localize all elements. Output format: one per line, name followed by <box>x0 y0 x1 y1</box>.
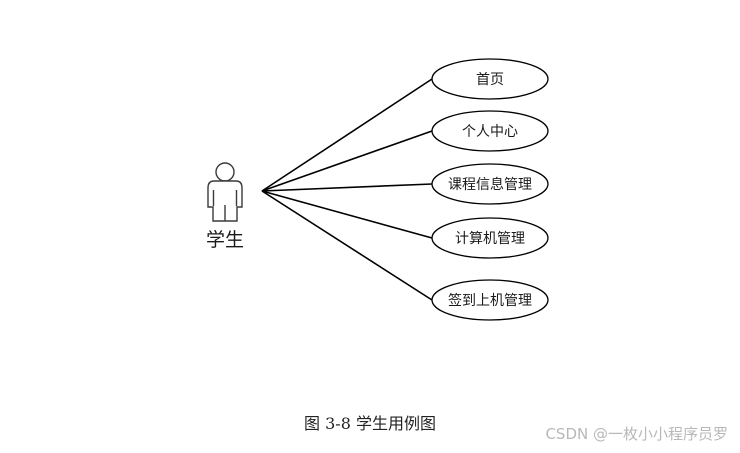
use-case-label: 个人中心 <box>462 124 518 140</box>
use-case-label: 签到上机管理 <box>448 292 532 309</box>
use-case-label: 计算机管理 <box>455 231 525 247</box>
figure-caption: 图 3-8 学生用例图 <box>304 414 436 433</box>
watermark-text: CSDN @一枚小小程序员罗 <box>545 425 728 443</box>
use-case-personal-center: 个人中心 <box>431 110 549 152</box>
association-line-personal-center <box>261 130 433 192</box>
association-lines <box>261 78 433 301</box>
use-case-course-info-management: 课程信息管理 <box>431 163 549 205</box>
actor-label: 学生 <box>206 229 244 251</box>
association-line-home <box>261 78 433 192</box>
use-case-home: 首页 <box>431 58 549 100</box>
stick-figure-icon <box>207 162 243 222</box>
use-case-label: 课程信息管理 <box>448 176 532 193</box>
association-line-course-info-management <box>261 183 433 192</box>
association-line-sign-in-management <box>261 190 433 301</box>
association-line-computer-management <box>261 190 433 239</box>
use-case-label: 首页 <box>476 72 504 88</box>
actor-student: 学生 <box>206 162 244 251</box>
use-case-sign-in-management: 签到上机管理 <box>431 279 549 321</box>
use-case-computer-management: 计算机管理 <box>431 217 549 259</box>
